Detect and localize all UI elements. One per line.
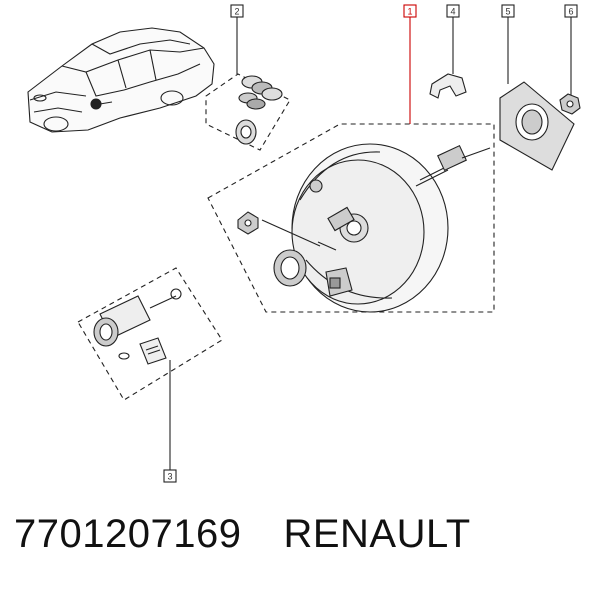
brake-booster-group — [207, 17, 495, 313]
clip-part — [429, 17, 467, 99]
nut-part — [559, 17, 581, 115]
part-caption: 7701207169 RENAULT — [14, 512, 471, 557]
callout-box-1 — [403, 4, 417, 18]
callout-label-6: 6 — [568, 7, 573, 17]
callout-box-4 — [446, 4, 460, 18]
callouts — [163, 4, 578, 483]
gasket-plate-part — [499, 17, 575, 171]
callout-label-3: 3 — [167, 472, 172, 482]
callout-label-5: 5 — [505, 7, 510, 17]
callout-box-2 — [230, 4, 244, 18]
callout-box-3 — [163, 469, 177, 483]
callout-box-5 — [501, 4, 515, 18]
callout-label-1: 1 — [407, 7, 412, 17]
part-number: 7701207169 — [14, 512, 242, 556]
callout-label-4: 4 — [450, 7, 455, 17]
vacuum-valve-group — [77, 267, 223, 470]
callout-label-2: 2 — [234, 7, 239, 17]
callout-box-6 — [564, 4, 578, 18]
brand-name: RENAULT — [283, 512, 471, 556]
car-illustration — [27, 27, 215, 133]
seal-group — [205, 17, 291, 151]
component-location-dot — [90, 98, 102, 110]
